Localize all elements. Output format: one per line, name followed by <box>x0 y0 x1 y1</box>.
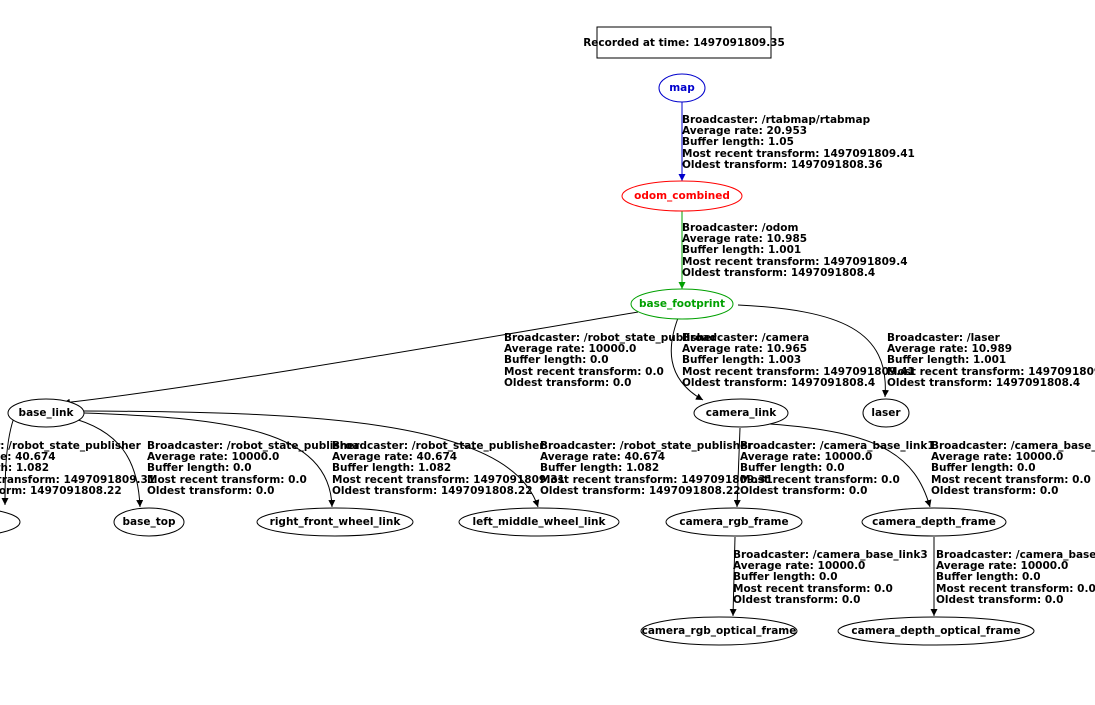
node-camera-depth-optical-frame[interactable]: camera_depth_optical_frame <box>837 616 1035 646</box>
node-base-footprint-label: base_footprint <box>639 298 725 310</box>
node-camera-rgb-optical-frame-label: camera_rgb_optical_frame <box>642 625 797 637</box>
node-left-middle-wheel-link[interactable]: left_middle_wheel_link <box>458 507 620 537</box>
edge-label-baselink-lmw: Broadcaster: /robot_state_publisher Aver… <box>540 440 776 497</box>
edge-camera-depth <box>769 423 932 508</box>
node-camera-depth-frame[interactable]: camera_depth_frame <box>861 507 1007 537</box>
edge-label-baselink-leftoff: er: /robot_state_publisher ate: 40.674 g… <box>0 440 159 497</box>
node-left-offscreen[interactable] <box>0 508 21 536</box>
edge-label-odom-footprint: Broadcaster: /odom Average rate: 10.985 … <box>682 222 911 279</box>
node-base-top[interactable]: base_top <box>113 507 185 537</box>
edge-baselink-rfw <box>83 412 336 508</box>
edge-label-map-odom: Broadcaster: /rtabmap/rtabmap Average ra… <box>682 114 918 171</box>
edge-label-camera-depth: Broadcaster: /camera_base_link Average r… <box>931 440 1095 497</box>
node-right-front-wheel-link[interactable]: right_front_wheel_link <box>256 507 414 537</box>
edge-label-camera-rgb: Broadcaster: /camera_base_link1 Average … <box>740 440 938 497</box>
node-map[interactable]: map <box>658 73 706 103</box>
edge-baselink-basetop <box>67 416 144 508</box>
node-map-label: map <box>669 82 695 94</box>
node-laser[interactable]: laser <box>862 398 910 428</box>
node-camera-rgb-frame[interactable]: camera_rgb_frame <box>665 507 803 537</box>
edge-footprint-laser <box>737 304 890 398</box>
edge-baselink-lmw <box>83 410 540 508</box>
node-camera-link[interactable]: camera_link <box>693 398 789 428</box>
node-camera-rgb-optical-frame[interactable]: camera_rgb_optical_frame <box>640 616 798 646</box>
edge-label-footprint-baselink: Broadcaster: /robot_state_publisher Aver… <box>504 332 720 389</box>
nodes: map odom_combined base_footprint base_li… <box>0 73 1035 646</box>
node-base-link-label: base_link <box>19 407 75 419</box>
node-base-footprint[interactable]: base_footprint <box>630 288 734 320</box>
node-base-top-label: base_top <box>123 516 176 528</box>
edge-footprint-baselink <box>62 311 639 406</box>
node-base-link[interactable]: base_link <box>7 398 85 428</box>
edge-footprint-camera <box>670 317 704 401</box>
edge-baselink-leftoff <box>1 414 16 506</box>
node-odom-combined[interactable]: odom_combined <box>621 180 743 212</box>
edge-labels: Broadcaster: /rtabmap/rtabmap Average ra… <box>0 114 1095 606</box>
recorded-time-box: Recorded at time: 1497091809.35 <box>583 26 785 59</box>
edge-rgb-optical <box>729 536 737 617</box>
node-laser-label: laser <box>871 407 901 419</box>
edge-label-depth-optical: Broadcaster: /camera_base_link2 Average … <box>936 549 1095 606</box>
node-camera-depth-optical-frame-label: camera_depth_optical_frame <box>851 625 1020 637</box>
edge-label-baselink-rfw: Broadcaster: /robot_state_publisher Aver… <box>332 440 568 497</box>
edge-camera-rgb <box>733 427 741 508</box>
recorded-time-text: Recorded at time: 1497091809.35 <box>583 37 785 49</box>
edge-label-rgb-optical: Broadcaster: /camera_base_link3 Average … <box>733 549 931 606</box>
edges <box>1 102 938 617</box>
node-camera-link-label: camera_link <box>706 407 778 419</box>
edge-label-footprint-laser: Broadcaster: /laser Average rate: 10.989… <box>887 332 1095 389</box>
node-camera-depth-frame-label: camera_depth_frame <box>872 516 996 528</box>
edge-label-baselink-basetop: Broadcaster: /robot_state_publisher Aver… <box>147 440 363 497</box>
node-left-middle-wheel-link-label: left_middle_wheel_link <box>472 516 606 528</box>
edge-label-footprint-camera: Broadcaster: /camera Average rate: 10.96… <box>682 332 918 389</box>
node-right-front-wheel-link-label: right_front_wheel_link <box>270 516 402 528</box>
node-camera-rgb-frame-label: camera_rgb_frame <box>679 516 788 528</box>
node-odom-combined-label: odom_combined <box>634 190 730 202</box>
